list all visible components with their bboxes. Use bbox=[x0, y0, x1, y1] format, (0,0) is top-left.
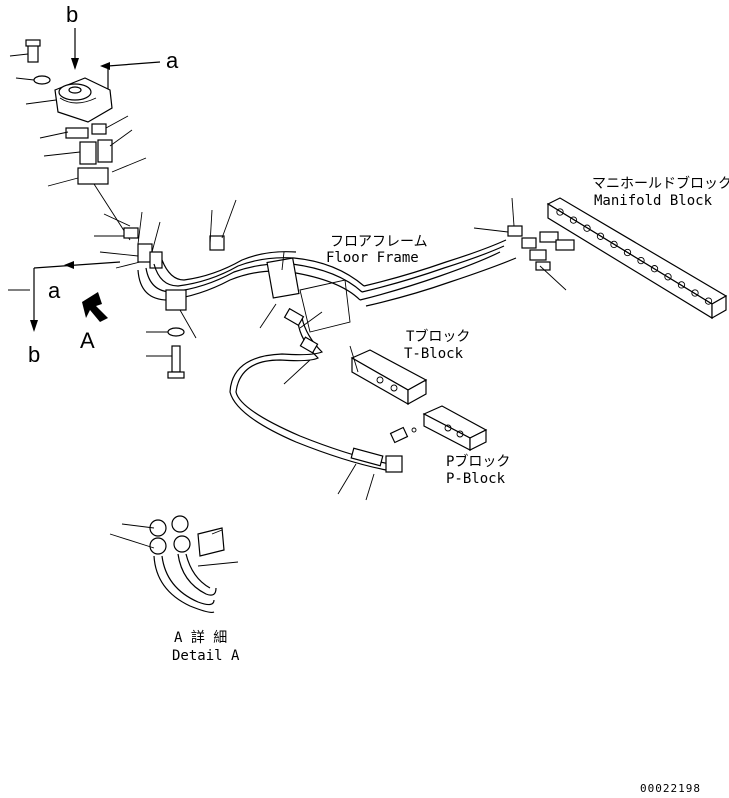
label-b-top: b bbox=[66, 2, 78, 27]
manifold-block: マニホールドブロック Manifold Block bbox=[546, 175, 729, 320]
motor-assembly bbox=[9, 39, 147, 241]
manifold-port bbox=[704, 297, 713, 305]
view-arrow-a-top: a bbox=[100, 48, 179, 100]
manifold-en: Manifold Block bbox=[594, 193, 713, 209]
p-block-jp: Pブロック bbox=[446, 453, 510, 470]
manifold-port bbox=[596, 232, 605, 240]
label-view-A: A bbox=[80, 328, 95, 353]
manifold-port bbox=[610, 240, 618, 249]
view-arrow-b-top: b bbox=[66, 2, 79, 70]
drawing-number: 00022198 bbox=[640, 782, 701, 795]
view-arrow-A: A bbox=[80, 292, 108, 353]
view-arrow-a-left: a bbox=[33, 261, 121, 303]
t-block-en: T-Block bbox=[404, 346, 464, 362]
view-arrow-b-left: b bbox=[8, 268, 40, 367]
manifold-port bbox=[556, 208, 564, 216]
floor-frame-en: Floor Frame bbox=[326, 250, 419, 266]
manifold-port bbox=[691, 289, 699, 297]
label-a-left: a bbox=[48, 278, 61, 303]
detail-jp: A 詳 細 bbox=[174, 630, 227, 646]
manifold-port bbox=[664, 273, 672, 281]
label-b-left: b bbox=[28, 342, 40, 367]
manifold-port bbox=[583, 224, 591, 232]
label-a-top: a bbox=[166, 48, 179, 73]
p-block-en: P-Block bbox=[446, 471, 506, 487]
lower-pipe bbox=[229, 307, 417, 501]
manifold-port bbox=[677, 281, 686, 289]
manifold-port bbox=[650, 265, 659, 273]
detail-en: Detail A bbox=[172, 648, 240, 664]
p-block: Pブロック P-Block bbox=[422, 405, 510, 487]
floor-frame-label: フロアフレーム Floor Frame bbox=[326, 234, 428, 266]
manifold-port bbox=[637, 256, 645, 265]
t-block-jp: Tブロック bbox=[406, 328, 470, 345]
t-block: Tブロック T-Block bbox=[349, 328, 470, 406]
floor-frame-jp: フロアフレーム bbox=[330, 234, 428, 250]
detail-A: A 詳 細 Detail A bbox=[109, 515, 240, 664]
hose-bundle bbox=[94, 197, 575, 379]
manifold-port bbox=[569, 216, 578, 224]
manifold-jp: マニホールドブロック bbox=[592, 175, 729, 192]
manifold-port bbox=[623, 248, 632, 257]
